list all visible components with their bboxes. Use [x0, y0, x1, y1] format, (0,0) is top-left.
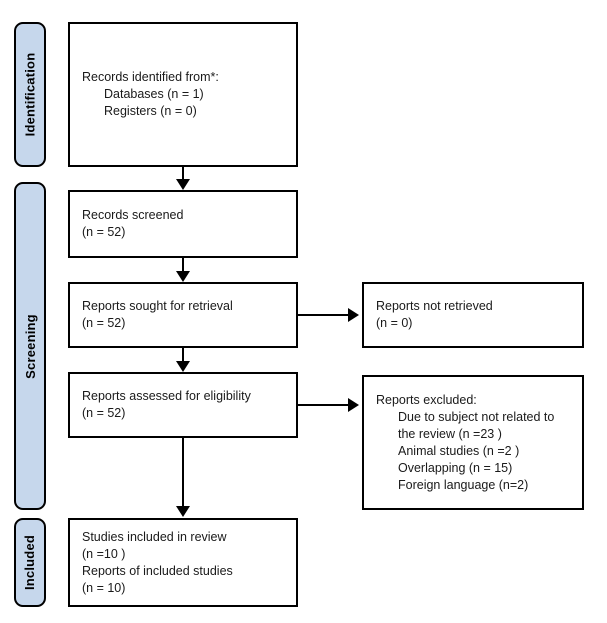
connector-sought-to-assessed-arrow-icon	[176, 361, 190, 372]
node-studies-included: Studies included in review (n =10 ) Repo…	[68, 518, 298, 607]
node-reports-assessed: Reports assessed for eligibility (n = 52…	[68, 372, 298, 438]
node-records-identified-line-1: Records identified from*:	[82, 70, 219, 84]
connector-assessed-to-included-arrow-icon	[176, 506, 190, 517]
stage-label-identification: Identification	[14, 22, 46, 167]
node-reports-sought-line-1: Reports sought for retrieval	[82, 299, 233, 313]
node-reports-assessed-line-1: Reports assessed for eligibility	[82, 389, 251, 403]
node-records-screened: Records screened (n = 52)	[68, 190, 298, 258]
node-reports-not-retrieved-line-1: Reports not retrieved	[376, 299, 493, 313]
stage-label-identification-text: Identification	[22, 52, 38, 137]
node-reports-excluded-line-3: the review (n =23 )	[398, 426, 502, 441]
node-reports-excluded-line-2: Due to subject not related to	[398, 409, 555, 424]
connector-screened-to-sought-arrow-icon	[176, 271, 190, 282]
node-reports-excluded-line-1: Reports excluded:	[376, 392, 477, 407]
node-records-screened-line-1: Records screened	[82, 208, 184, 222]
node-reports-sought-line-2: (n = 52)	[82, 316, 126, 330]
connector-assessed-to-included-line	[182, 438, 184, 506]
node-reports-sought: Reports sought for retrieval (n = 52)	[68, 282, 298, 348]
node-reports-excluded-line-5: Overlapping (n = 15)	[398, 460, 513, 475]
node-reports-excluded-line-4: Animal studies (n =2 )	[398, 443, 520, 458]
connector-identified-to-screened-arrow-icon	[176, 179, 190, 190]
connector-identified-to-screened-line	[182, 167, 184, 181]
node-reports-assessed-line-2: (n = 52)	[82, 406, 126, 420]
connector-assessed-to-excluded-arrow-icon	[348, 398, 359, 412]
connector-sought-to-not-retrieved-arrow-icon	[348, 308, 359, 322]
stage-label-included: Included	[14, 518, 46, 607]
connector-sought-to-assessed-line	[182, 348, 184, 362]
node-studies-included-line-1: Studies included in review	[82, 529, 227, 544]
connector-sought-to-not-retrieved-line	[298, 314, 348, 316]
node-reports-not-retrieved: Reports not retrieved (n = 0)	[362, 282, 584, 348]
node-records-identified-line-3: Registers (n = 0)	[104, 104, 197, 118]
node-studies-included-line-3: Reports of included studies	[82, 563, 233, 578]
node-reports-excluded-line-6: Foreign language (n=2)	[398, 477, 529, 492]
stage-label-included-text: Included	[22, 534, 38, 591]
stage-label-screening-text: Screening	[22, 313, 38, 379]
node-records-identified: Records identified from*: Databases (n =…	[68, 22, 298, 167]
node-records-identified-line-2: Databases (n = 1)	[104, 87, 204, 101]
node-studies-included-line-4: (n = 10)	[82, 580, 126, 595]
node-reports-not-retrieved-line-2: (n = 0)	[376, 316, 413, 330]
connector-assessed-to-excluded-line	[298, 404, 348, 406]
connector-screened-to-sought-line	[182, 258, 184, 272]
node-studies-included-line-2: (n =10 )	[82, 546, 126, 561]
stage-label-screening: Screening	[14, 182, 46, 510]
node-records-screened-line-2: (n = 52)	[82, 225, 126, 239]
node-reports-excluded: Reports excluded: Due to subject not rel…	[362, 375, 584, 510]
